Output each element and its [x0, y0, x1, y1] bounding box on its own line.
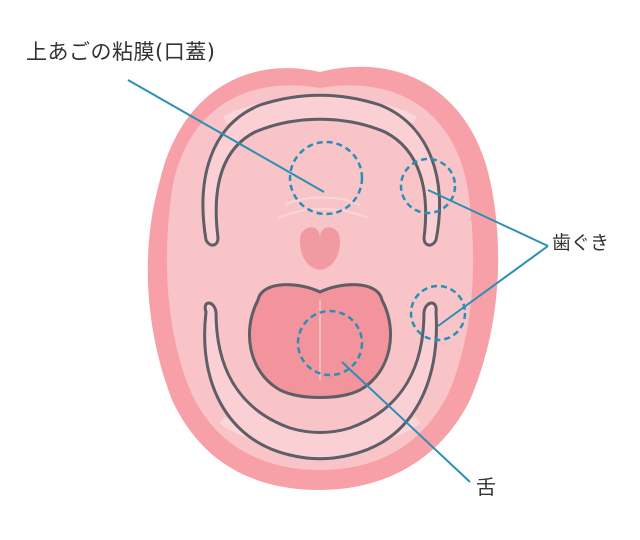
- callout-palate: [127, 79, 325, 193]
- palate-circle: [288, 140, 364, 216]
- callout-gums-lower: [437, 245, 549, 327]
- upper-gum-circle: [399, 157, 457, 215]
- callout-tongue: [341, 361, 471, 483]
- lower-gum-outline: [203, 301, 438, 461]
- lower-gum-circle: [409, 284, 467, 342]
- palate-label: 上あごの粘膜(口蓋): [26, 40, 216, 64]
- gums-label: 歯ぐき: [552, 232, 610, 254]
- tongue-circle: [296, 309, 364, 377]
- uvula: [300, 227, 340, 270]
- upper-gum-outline: [201, 93, 442, 247]
- callout-gums-upper: [427, 189, 549, 247]
- mouth-cavity: [166, 85, 474, 471]
- palate-arc-2: [277, 208, 369, 219]
- tongue-label: 舌: [476, 475, 496, 499]
